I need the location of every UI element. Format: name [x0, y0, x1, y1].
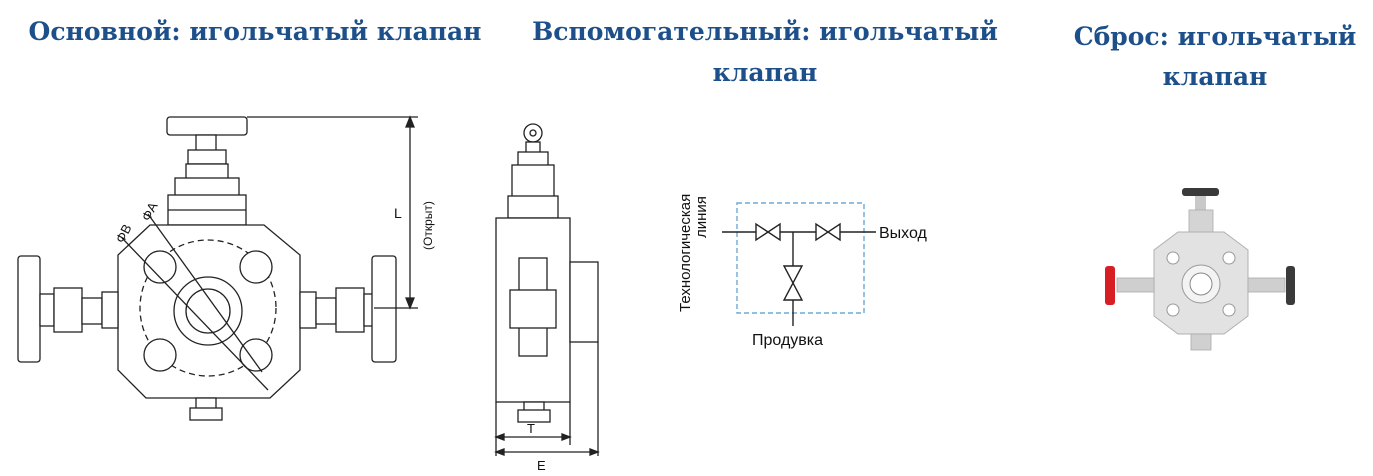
valve-symbol-outlet	[815, 222, 841, 242]
valve-symbol-blowdown	[782, 265, 804, 301]
label-blowdown: Продувка	[752, 332, 823, 349]
label-open: (Открыт)	[421, 201, 435, 250]
side-view-drawing	[494, 123, 600, 456]
boundary-box	[736, 202, 865, 314]
label-t: T	[527, 421, 535, 436]
bolt-circle	[139, 239, 277, 377]
label-phi-a: ΦA	[138, 199, 160, 223]
label-outlet: Выход	[879, 225, 928, 242]
title-aux-line1: Вспомогательный: игольчатый	[532, 17, 998, 46]
label-process-line-2: линия	[693, 196, 710, 238]
front-view-drawing	[17, 115, 418, 421]
bolt-hole	[239, 250, 273, 284]
bolt-hole	[143, 338, 177, 372]
valve-symbol-process	[755, 222, 781, 242]
title-reset-line1: Сброс: игольчатый	[1073, 22, 1357, 51]
title-aux-line2: клапан	[712, 58, 818, 87]
top-handle	[1182, 188, 1219, 196]
red-handle	[1105, 266, 1115, 305]
label-process-line-1: Технологическая	[677, 194, 694, 312]
schematic-diagram	[722, 202, 876, 326]
bolt-hole	[143, 250, 177, 284]
product-photo	[1105, 188, 1295, 351]
title-main: Основной: игольчатый клапан	[28, 17, 482, 46]
label-l: L	[394, 205, 402, 221]
bolt-hole	[239, 338, 273, 372]
title-reset-line2: клапан	[1162, 62, 1268, 91]
handle-bar	[166, 116, 248, 136]
label-e: E	[537, 458, 546, 473]
dark-handle	[1286, 266, 1295, 305]
